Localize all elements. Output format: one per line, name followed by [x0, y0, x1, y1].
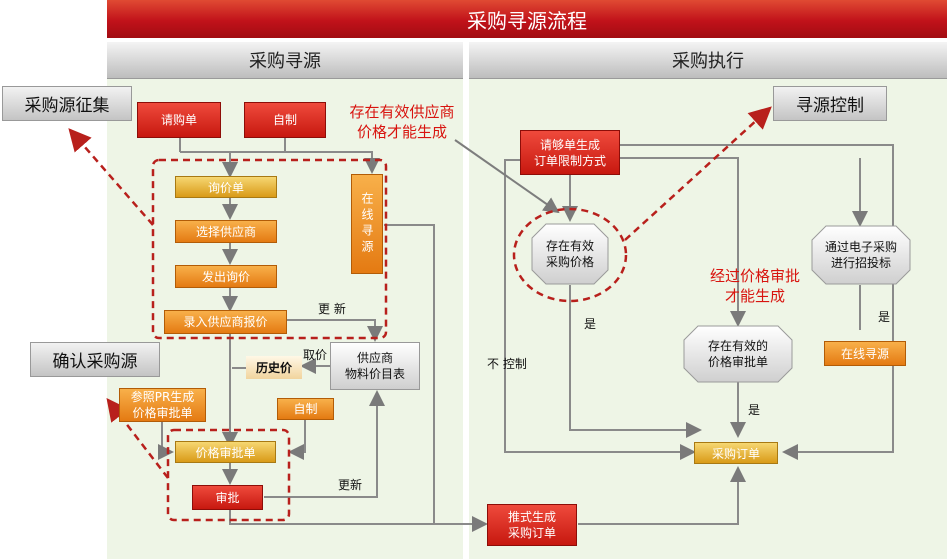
line-req-nocontrol — [504, 159, 696, 460]
confirm-frame — [166, 428, 291, 522]
line-online-order — [782, 366, 894, 460]
control-frame — [512, 207, 628, 303]
page-title: 采购寻源流程 — [107, 0, 947, 38]
push-order-line2: 采购订单 — [507, 526, 556, 540]
arrow-collect — [68, 128, 154, 226]
self-made-top-node[interactable]: 自制 — [244, 102, 326, 138]
valid-price-shape — [531, 223, 609, 285]
label-yes-1: 是 — [584, 317, 597, 331]
ref-pr-line1: 参照PR生成 — [130, 390, 195, 404]
note-valid-supplier-line2: 价格才能生成 — [356, 123, 447, 141]
note-valid-supplier: 存在有效供应商 价格才能生成 — [332, 102, 472, 142]
send-inquiry-node[interactable]: 发出询价 — [175, 265, 277, 288]
supplier-catalog-node[interactable]: 供应商 物料价目表 — [330, 342, 420, 390]
line-update-bottom — [264, 390, 385, 498]
arrow-confirm — [106, 398, 169, 479]
note-approved: 经过价格审批 才能生成 — [700, 266, 810, 306]
enter-quote-node[interactable]: 录入供应商报价 — [164, 310, 287, 334]
callout-confirm: 确认采购源 — [30, 342, 160, 377]
push-order-line1: 推式生成 — [507, 510, 556, 524]
online-sourcing-right-node[interactable]: 在线寻源 — [824, 341, 906, 366]
e-bidding-node[interactable]: 通过电子采购 进行招投标 — [812, 226, 910, 284]
sourcing-header: 采购寻源 — [107, 42, 463, 79]
line-merge — [180, 151, 380, 174]
execution-panel — [469, 42, 947, 559]
valid-approval-line1: 存在有效的 — [707, 339, 768, 353]
line-push-order — [578, 466, 746, 525]
note-approved-line1: 经过价格审批 — [709, 267, 800, 285]
e-bidding-line1: 通过电子采购 — [824, 240, 897, 254]
valid-approval-shape — [683, 325, 793, 383]
arrow-control — [624, 106, 772, 241]
inquiry-node[interactable]: 询价单 — [175, 176, 277, 198]
e-bidding-shape — [811, 225, 911, 285]
note-valid-supplier-line1: 存在有效供应商 — [349, 103, 455, 121]
label-yes-3: 是 — [878, 310, 891, 324]
history-price-node[interactable]: 历史价 — [246, 356, 302, 379]
callout-control: 寻源控制 — [773, 86, 887, 121]
line-selfmade-approval — [288, 420, 306, 460]
label-fetch-price: 取价 — [303, 348, 328, 362]
valid-price-node[interactable]: 存在有效 采购价格 — [532, 224, 608, 284]
req-order-node[interactable]: 请够单生成 订单限制方式 — [520, 130, 620, 175]
label-update-bottom: 更新 — [338, 478, 363, 492]
req-order-line1: 请够单生成 — [539, 137, 600, 152]
valid-approval-node[interactable]: 存在有效的 价格审批单 — [684, 326, 792, 382]
push-order-node[interactable]: 推式生成 采购订单 — [487, 504, 577, 546]
valid-price-line1: 存在有效 — [545, 239, 594, 253]
purchase-request-node[interactable]: 请购单 — [137, 102, 221, 138]
execution-header: 采购执行 — [469, 42, 947, 79]
collect-frame — [151, 158, 388, 340]
label-update-top: 更 新 — [318, 302, 346, 316]
req-order-line2: 订单限制方式 — [533, 153, 606, 168]
e-bidding-line2: 进行招投标 — [830, 256, 891, 270]
valid-approval-line2: 价格审批单 — [707, 355, 768, 369]
label-no-control: 不 控制 — [487, 357, 527, 371]
supplier-catalog-line1: 供应商 — [356, 351, 393, 365]
line-validprice-order — [569, 285, 702, 438]
supplier-catalog-line2: 物料价目表 — [344, 367, 405, 381]
approve-node[interactable]: 审批 — [192, 485, 263, 510]
label-yes-2: 是 — [748, 403, 761, 417]
online-sourcing-vertical-node[interactable]: 在线寻源 — [351, 174, 383, 274]
purchase-order-node[interactable]: 采购订单 — [694, 442, 778, 464]
line-note-validprice — [454, 139, 560, 214]
ref-pr-node[interactable]: 参照PR生成 价格审批单 — [119, 388, 206, 422]
select-supplier-node[interactable]: 选择供应商 — [175, 220, 277, 243]
line-req-approval — [620, 157, 746, 327]
note-approved-line2: 才能生成 — [724, 287, 785, 305]
line-online-push — [384, 224, 488, 532]
line-approve-push — [229, 510, 434, 525]
ref-pr-line2: 价格审批单 — [132, 406, 193, 420]
valid-price-line2: 采购价格 — [545, 255, 594, 269]
line-update-top — [287, 319, 383, 342]
self-made-mid-node[interactable]: 自制 — [277, 398, 334, 420]
price-approval-node[interactable]: 价格审批单 — [175, 441, 276, 463]
callout-collect: 采购源征集 — [2, 86, 132, 121]
